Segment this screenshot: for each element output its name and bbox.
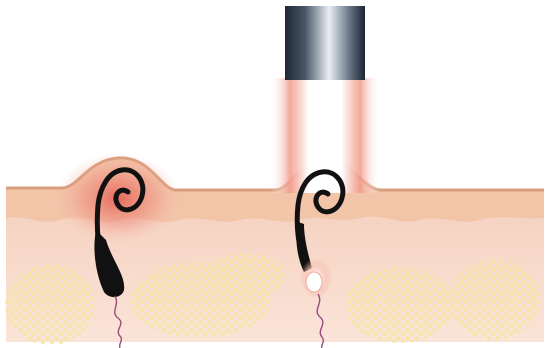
laser-probe (285, 6, 365, 80)
laser-beam (270, 78, 380, 193)
hair-bulb-right (306, 272, 322, 292)
